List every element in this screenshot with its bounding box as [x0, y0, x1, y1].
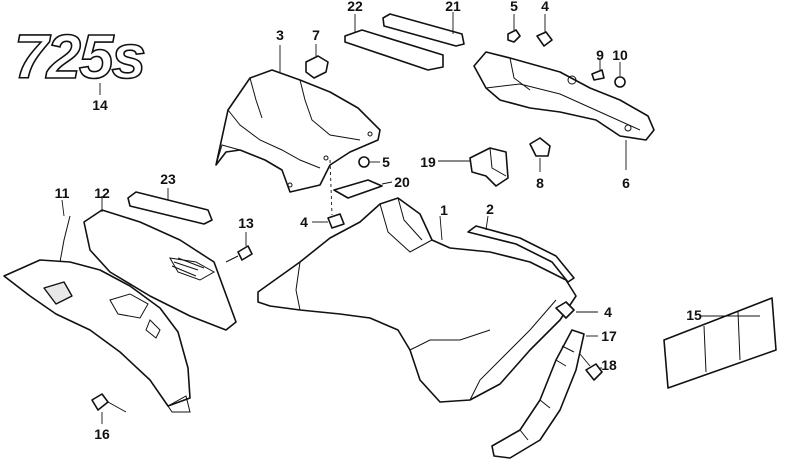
part-19-bracket [438, 147, 509, 187]
part-20-pad [333, 179, 393, 199]
callout-6: 6 [622, 175, 630, 191]
washer-10 [614, 62, 626, 88]
part-7-clip [305, 44, 329, 79]
part-2-rail [467, 215, 575, 283]
screw-16 [91, 393, 127, 424]
screw-13 [225, 232, 253, 263]
callout-14: 14 [92, 97, 108, 113]
callout-1: 1 [440, 202, 448, 218]
callout-5-mid: 5 [382, 154, 390, 170]
part-22-strip [344, 14, 444, 71]
callout-7: 7 [312, 27, 320, 43]
part-1-lower-cover [257, 197, 577, 403]
part-11-left-cover [3, 199, 191, 413]
callout-15: 15 [686, 307, 702, 323]
callout-23: 23 [160, 171, 176, 187]
fastener-4-top [536, 14, 553, 47]
callout-4-right: 4 [604, 304, 612, 320]
callout-4-top: 4 [541, 0, 549, 14]
callout-5-top: 5 [510, 0, 518, 14]
fastener-4-right [555, 301, 598, 319]
callout-18: 18 [601, 357, 617, 373]
screw-9 [591, 60, 605, 81]
callout-2: 2 [486, 201, 494, 217]
callout-10: 10 [612, 47, 628, 63]
part-21-trim [382, 12, 465, 47]
callout-19: 19 [420, 154, 436, 170]
fastener-4-mid [312, 213, 345, 229]
emblem-text: 725s [14, 23, 144, 92]
fastener-5-top [507, 14, 521, 43]
callout-16: 16 [94, 426, 110, 442]
callout-22: 22 [347, 0, 363, 14]
part-23-strip [127, 188, 213, 225]
fastener-5-mid [358, 156, 380, 168]
part-17-edge-trim [491, 329, 598, 459]
callout-11: 11 [55, 185, 70, 201]
screw-18 [579, 353, 603, 381]
callout-12: 12 [94, 185, 110, 201]
callout-17: 17 [601, 328, 617, 344]
emblem-725s: 725s [13, 22, 147, 95]
part-15-panel [663, 297, 777, 389]
callout-21: 21 [445, 0, 461, 14]
part-3-upper-cover [215, 45, 381, 216]
callout-9: 9 [596, 47, 604, 63]
callout-20: 20 [394, 174, 410, 190]
callout-labels: 14 3 7 22 21 5 4 9 10 6 8 5 19 20 4 1 2 … [55, 0, 702, 442]
part-6-bracket [473, 51, 655, 170]
part-8-clip [529, 137, 551, 172]
callout-13: 13 [238, 215, 254, 231]
callout-8: 8 [536, 175, 544, 191]
callout-3: 3 [276, 27, 284, 43]
part-12-panel [83, 196, 237, 331]
callout-4-mid: 4 [300, 214, 308, 230]
